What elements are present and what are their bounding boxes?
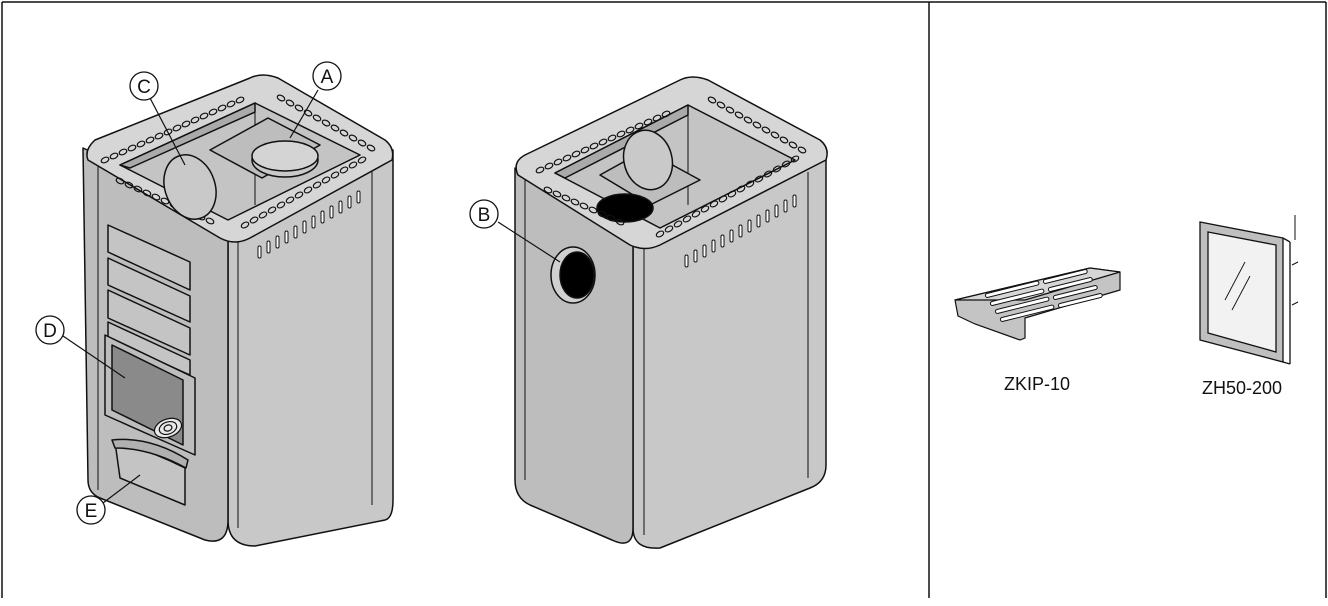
accessory-grate <box>954 267 1121 341</box>
stove-front-side-vents <box>257 190 361 259</box>
callout-a-label: A <box>321 67 334 88</box>
stove-front-louvers <box>107 224 191 376</box>
part-c-cover <box>163 154 217 220</box>
callout-a: A <box>289 61 342 139</box>
product-label-door: ZH50-200 <box>1202 378 1282 398</box>
callout-d-label: D <box>43 321 57 342</box>
callout-c-label: C <box>137 77 151 98</box>
callout-b: B <box>469 199 561 263</box>
stove-front-top-vents <box>100 94 376 229</box>
accessory-glass-door <box>1199 215 1299 365</box>
door-handle-icon <box>153 417 183 439</box>
product-label-grate: ZKIP-10 <box>1004 374 1070 394</box>
stove-rear-side-vents <box>684 194 797 268</box>
stove-rear-top-vents <box>535 96 807 238</box>
stove-front-view <box>82 74 394 547</box>
stove-rear-right-face <box>632 159 827 549</box>
stove-rear-left-face <box>514 167 634 544</box>
callout-c: C <box>129 71 186 166</box>
stove-rear-view <box>514 76 828 549</box>
callout-e: E <box>76 474 141 525</box>
callout-e-label: E <box>85 501 98 522</box>
rear-top-flue-opening <box>596 193 654 223</box>
callout-b-label: B <box>478 205 491 226</box>
callout-d: D <box>35 315 126 379</box>
